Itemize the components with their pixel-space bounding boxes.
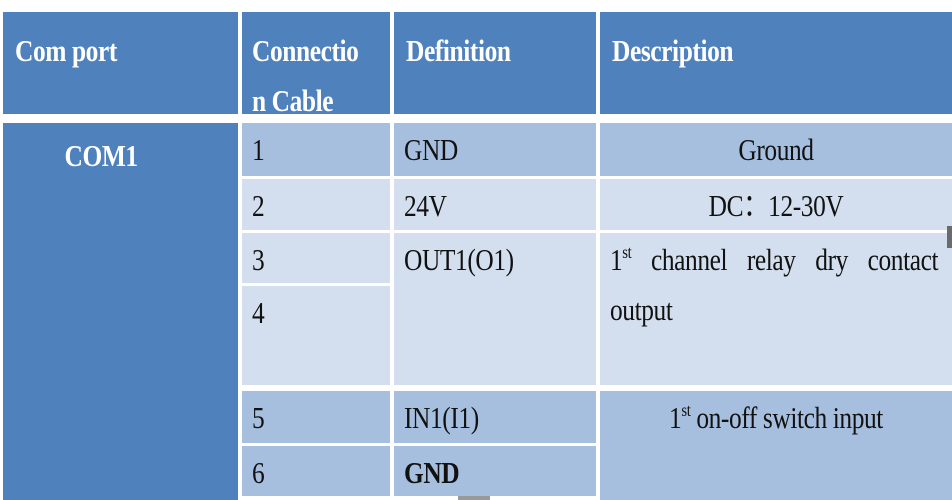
header-com-port: Com port: [3, 12, 238, 114]
description-cell-5: 1st on-off switch input: [600, 391, 952, 500]
cell-text-wrapper: Com port: [15, 26, 198, 76]
pin-number: 2: [252, 188, 265, 223]
cell-text-wrapper: 3: [252, 241, 357, 280]
definition-cell-2: 24V: [394, 179, 596, 230]
cell-text-wrapper: OUT1(O1): [404, 241, 553, 280]
definition-value: GND: [404, 455, 460, 490]
description-value: Ground: [738, 132, 814, 167]
cell-text-wrapper: Description: [612, 26, 891, 76]
description-value: DC：12-30V: [708, 188, 844, 223]
pin-cell-4: 4: [242, 286, 390, 385]
cell-text-wrapper: IN1(I1): [404, 399, 553, 438]
definition-value: IN1(I1): [404, 400, 479, 435]
header-description-label: Description: [612, 33, 734, 68]
cell-text-wrapper: Ground: [640, 131, 912, 170]
cell-text-wrapper: 1st channel relay dry contact output: [610, 235, 939, 335]
description-ordinal-suffix: st: [622, 242, 632, 262]
header-description: Description: [600, 12, 952, 114]
cell-text-wrapper: 2: [252, 187, 357, 226]
pin-cell-3: 3: [242, 233, 390, 283]
cell-text-wrapper: GND: [404, 131, 553, 170]
pin-cell-6: 6: [242, 446, 390, 496]
com-port-value: COM1: [64, 138, 139, 173]
description-number: 1: [669, 400, 682, 435]
definition-cell-5: IN1(I1): [394, 391, 596, 443]
cell-text-wrapper: Definition: [406, 26, 562, 76]
header-definition: Definition: [394, 12, 596, 114]
edge-marker: [947, 226, 952, 248]
cell-text-wrapper: 1st on-off switch input: [640, 399, 912, 438]
description-number: 1: [610, 242, 623, 277]
cell-text-wrapper: 4: [252, 294, 357, 333]
cell-text-wrapper: Connectio n Cable: [252, 26, 365, 126]
description-ordinal-suffix: st: [681, 400, 691, 420]
com-port-cell: COM1: [3, 123, 238, 500]
description-cell-2: DC：12-30V: [600, 179, 952, 230]
header-connection-cable: Connectio n Cable: [242, 12, 390, 118]
header-connection-cable-line2: n Cable: [252, 83, 334, 118]
definition-value: GND: [404, 132, 458, 167]
pin-number: 4: [252, 295, 265, 330]
cell-text-wrapper: 1: [252, 131, 357, 170]
bottom-marker: [458, 496, 490, 500]
cell-text-wrapper: COM1: [13, 137, 189, 176]
pin-number: 5: [252, 400, 265, 435]
cell-text-wrapper: 5: [252, 399, 357, 438]
description-text: on-off switch input: [690, 400, 883, 435]
definition-value: OUT1(O1): [404, 242, 514, 277]
definition-cell-6: GND: [394, 446, 596, 496]
pin-number: 6: [252, 455, 265, 490]
description-text: channel relay dry contact output: [610, 242, 939, 327]
pin-cell-2: 2: [242, 179, 390, 230]
pin-cell-1: 1: [242, 123, 390, 176]
header-definition-label: Definition: [406, 33, 511, 68]
definition-value: 24V: [404, 188, 447, 223]
cell-text-wrapper: DC：12-30V: [640, 187, 912, 226]
pin-number: 3: [252, 242, 265, 277]
description-cell-1: Ground: [600, 123, 952, 176]
definition-cell-3: OUT1(O1): [394, 233, 596, 385]
header-com-port-label: Com port: [15, 33, 117, 68]
pin-cell-5: 5: [242, 391, 390, 443]
cell-text-wrapper: 6: [252, 454, 357, 493]
definition-cell-1: GND: [394, 123, 596, 176]
pin-number: 1: [252, 132, 265, 167]
header-connection-cable-line1: Connectio: [252, 33, 359, 68]
cell-text-wrapper: GND: [404, 454, 553, 493]
cell-text-wrapper: 24V: [404, 187, 553, 226]
description-cell-3: 1st channel relay dry contact output: [600, 233, 952, 385]
